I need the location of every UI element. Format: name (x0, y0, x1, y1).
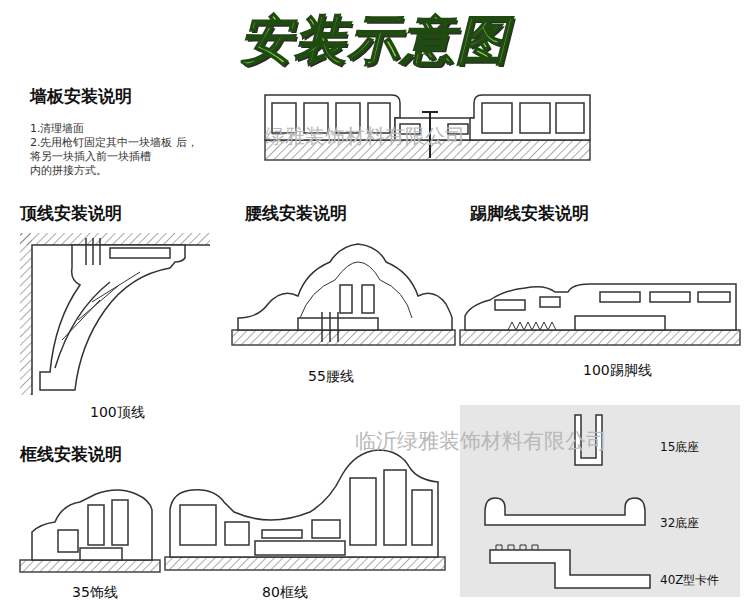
profile-cell (362, 285, 374, 313)
skirting-figure (460, 284, 740, 345)
ground (232, 330, 455, 345)
crown-profile (40, 245, 185, 390)
profile-cell (600, 292, 640, 302)
profile-cell (225, 522, 249, 545)
trim35-figure (20, 490, 160, 572)
frame80-figure (165, 450, 445, 570)
profile-cell (88, 505, 104, 545)
teeth (496, 545, 538, 550)
profile-cell (262, 530, 302, 538)
parts-panel: 15底座 32底座 40Z型卡件 (460, 405, 740, 597)
waist-figure (232, 244, 455, 345)
screw (337, 312, 339, 342)
panel-cell (482, 103, 512, 133)
waist-profile (238, 244, 452, 330)
part-name: 100踢脚线 (583, 362, 652, 380)
watermark: 绿雅装饰材料有限公司 (265, 124, 465, 149)
watermark: 临沂绿雅装饰材料有限公司 (355, 428, 607, 454)
part-name: 100顶线 (90, 404, 145, 422)
screw (321, 312, 323, 342)
profile-cell (112, 500, 128, 545)
teeth (508, 322, 556, 330)
screw (85, 238, 87, 265)
part-name: 32底座 (660, 516, 699, 530)
skirting-profile (465, 284, 736, 330)
part-name: 40Z型卡件 (660, 573, 720, 587)
base-clip (110, 248, 170, 258)
profile-cell (650, 292, 690, 302)
base-clip (575, 316, 665, 330)
wall-panel (470, 95, 590, 140)
profile-web (62, 272, 140, 340)
part-name: 80框线 (262, 584, 308, 602)
part-name: 55腰线 (308, 368, 354, 386)
ceiling (20, 233, 210, 245)
part-name: 35饰线 (72, 584, 118, 602)
screw (99, 238, 101, 265)
wall-panel-figure (265, 95, 590, 160)
section-heading: 墙板安装说明 (30, 86, 132, 107)
ground (460, 330, 740, 345)
note: 1.清理墙面 (30, 122, 85, 136)
profile-cell (412, 490, 432, 545)
profile-cell (350, 478, 376, 545)
profile-web (55, 282, 110, 368)
screw (92, 238, 94, 265)
trim-profile (32, 490, 152, 560)
note: 2.先用枪钉固定其中一块墙板 后，将另一块插入前一块插槽 内的拼接方式。 (30, 136, 198, 177)
profile-cell (312, 520, 340, 538)
panel-cell (520, 103, 550, 133)
section-heading: 框线安装说明 (20, 444, 122, 465)
profile-cell (495, 300, 525, 310)
profile-cell (540, 297, 560, 307)
wall-line (32, 245, 210, 395)
base-32 (485, 498, 645, 525)
panel-cell (556, 103, 584, 133)
wall (20, 233, 32, 395)
profile-cell (384, 470, 406, 545)
profile-cell (698, 292, 730, 302)
page-title: 安装示意图 (240, 6, 510, 76)
profile-web (300, 262, 412, 318)
ground (165, 557, 445, 570)
part-name: 15底座 (660, 440, 699, 454)
section-heading: 顶线安装说明 (20, 203, 122, 224)
base-clip (255, 541, 345, 555)
profile-cell (340, 285, 352, 313)
profile-cell (180, 505, 216, 545)
crown-figure (20, 233, 210, 395)
profile-cell (58, 530, 78, 552)
frame-profile (170, 450, 438, 557)
section-heading: 腰线安装说明 (245, 203, 347, 224)
ground (20, 560, 160, 572)
base-clip (80, 548, 122, 560)
nail-head (422, 111, 438, 113)
screw (329, 312, 331, 342)
z-clip-40 (490, 550, 650, 588)
section-heading: 踢脚线安装说明 (470, 203, 589, 224)
